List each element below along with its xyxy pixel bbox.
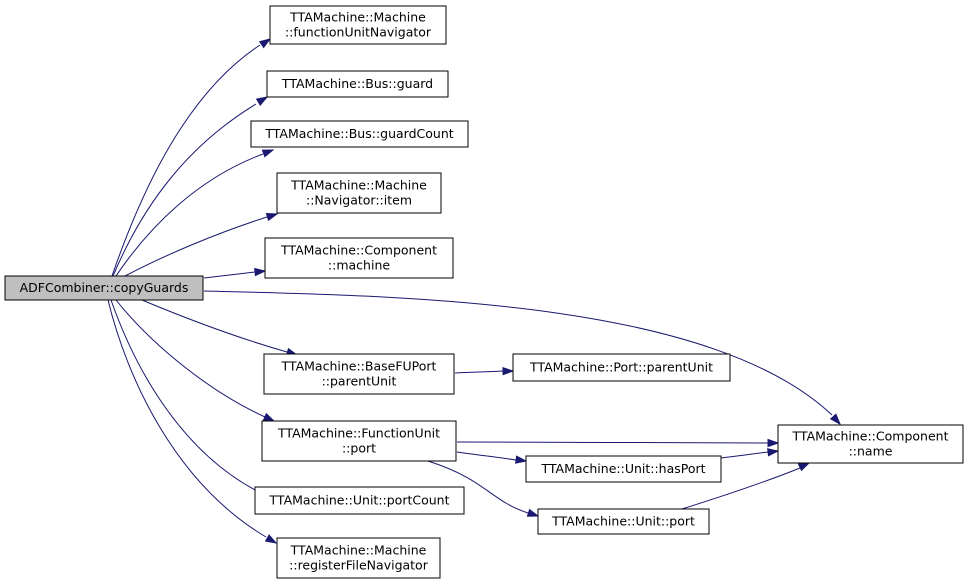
arrowhead-icon xyxy=(264,534,278,544)
edge-line xyxy=(203,290,833,416)
edge-line xyxy=(111,44,261,277)
node-label: TTAMachine::Machine xyxy=(290,543,427,558)
node-box xyxy=(266,70,449,98)
arrowhead-icon xyxy=(829,413,842,426)
arrowhead-icon xyxy=(261,149,275,158)
node-label: TTAMachine::FunctionUnit xyxy=(277,426,440,441)
call-edge xyxy=(454,366,515,376)
call-edge xyxy=(124,213,279,277)
node-label: ::machine xyxy=(328,258,390,273)
node-label: ADFCombiner::copyGuards xyxy=(20,280,189,295)
arrowhead-icon xyxy=(515,455,528,464)
function-node[interactable]: TTAMachine::Unit::portCount xyxy=(254,486,465,515)
function-node[interactable]: TTAMachine::Machine::functionUnitNavigat… xyxy=(269,5,447,45)
arrowhead-icon xyxy=(502,366,515,376)
call-edge xyxy=(115,299,276,422)
function-node[interactable]: TTAMachine::Unit::port xyxy=(537,508,710,535)
node-label: ::registerFileNavigator xyxy=(289,558,429,573)
edge-line xyxy=(115,153,264,277)
node-label: TTAMachine::Port::parentUnit xyxy=(529,360,713,375)
node-label: ::functionUnitNavigator xyxy=(285,25,432,40)
root-function-node[interactable]: ADFCombiner::copyGuards xyxy=(4,275,204,301)
node-label: TTAMachine::Unit::portCount xyxy=(269,493,450,508)
node-label: TTAMachine::Unit::hasPort xyxy=(540,461,705,476)
call-edge xyxy=(456,438,780,448)
node-box xyxy=(512,353,731,382)
node-label: TTAMachine::Bus::guard xyxy=(281,76,433,91)
node-box xyxy=(4,275,204,301)
function-node[interactable]: TTAMachine::Bus::guardCount xyxy=(250,120,469,148)
node-box xyxy=(537,508,710,535)
function-node[interactable]: TTAMachine::Component::name xyxy=(777,424,964,464)
edge-line xyxy=(454,370,504,374)
edge-line xyxy=(107,299,267,538)
function-node[interactable]: TTAMachine::Machine::Navigator::item xyxy=(276,172,442,214)
call-edge xyxy=(203,267,267,279)
function-node[interactable]: TTAMachine::Unit::hasPort xyxy=(525,455,722,483)
function-node[interactable]: TTAMachine::BaseFUPort::parentUnit xyxy=(263,353,455,395)
arrowhead-icon xyxy=(265,213,279,222)
node-layer: ADFCombiner::copyGuardsTTAMachine::Machi… xyxy=(4,5,964,579)
call-edge xyxy=(203,290,842,426)
arrowhead-icon xyxy=(767,448,780,457)
edge-line xyxy=(456,441,769,444)
edge-line xyxy=(456,451,517,461)
call-edge xyxy=(141,299,299,356)
call-edge xyxy=(111,38,272,277)
edge-line xyxy=(110,299,264,495)
node-box xyxy=(777,424,964,464)
node-label: TTAMachine::Machine xyxy=(289,10,426,25)
node-label: ::port xyxy=(342,441,376,456)
function-node[interactable]: TTAMachine::Machine::registerFileNavigat… xyxy=(276,537,441,579)
edge-line xyxy=(203,271,256,279)
node-label: TTAMachine::Unit::port xyxy=(551,514,695,529)
arrowhead-icon xyxy=(255,96,269,107)
function-node[interactable]: TTAMachine::Component::machine xyxy=(264,237,454,279)
node-box xyxy=(276,172,442,214)
function-node[interactable]: TTAMachine::FunctionUnit::port xyxy=(261,420,457,462)
node-label: TTAMachine::Component xyxy=(280,243,437,258)
node-box xyxy=(276,537,441,579)
function-node[interactable]: TTAMachine::Port::parentUnit xyxy=(512,353,731,382)
edge-line xyxy=(720,451,769,459)
call-edge xyxy=(681,462,811,510)
call-edge xyxy=(112,96,269,277)
node-label: TTAMachine::Bus::guardCount xyxy=(264,126,453,141)
edge-line xyxy=(681,467,801,510)
edge-line xyxy=(124,216,268,277)
node-box xyxy=(261,420,457,462)
arrowhead-icon xyxy=(797,462,811,472)
edge-line xyxy=(427,460,529,514)
arrowhead-icon xyxy=(526,508,540,517)
node-box xyxy=(254,486,465,515)
node-label: TTAMachine::BaseFUPort xyxy=(281,359,437,374)
edge-line xyxy=(115,299,266,418)
arrowhead-icon xyxy=(767,438,780,448)
node-label: ::Navigator::item xyxy=(306,193,412,208)
edge-layer xyxy=(107,38,842,544)
call-edge xyxy=(456,451,528,464)
node-label: ::parentUnit xyxy=(322,374,397,389)
node-box xyxy=(250,120,469,148)
node-box xyxy=(525,455,722,483)
arrowhead-icon xyxy=(254,267,267,277)
node-box xyxy=(264,237,454,279)
edge-line xyxy=(112,103,257,277)
node-box xyxy=(263,353,455,395)
call-edge xyxy=(720,448,780,459)
call-edge xyxy=(107,299,278,544)
node-label: TTAMachine::Machine xyxy=(290,178,427,193)
edge-line xyxy=(141,299,288,353)
arrowhead-icon xyxy=(262,412,276,422)
function-node[interactable]: TTAMachine::Bus::guard xyxy=(266,70,449,98)
call-edge xyxy=(110,299,274,499)
call-edge xyxy=(115,149,275,277)
node-label: TTAMachine::Component xyxy=(792,429,949,444)
node-label: ::name xyxy=(849,444,893,459)
node-box xyxy=(269,5,447,45)
call-edge xyxy=(427,460,540,517)
arrowhead-icon xyxy=(258,38,272,49)
